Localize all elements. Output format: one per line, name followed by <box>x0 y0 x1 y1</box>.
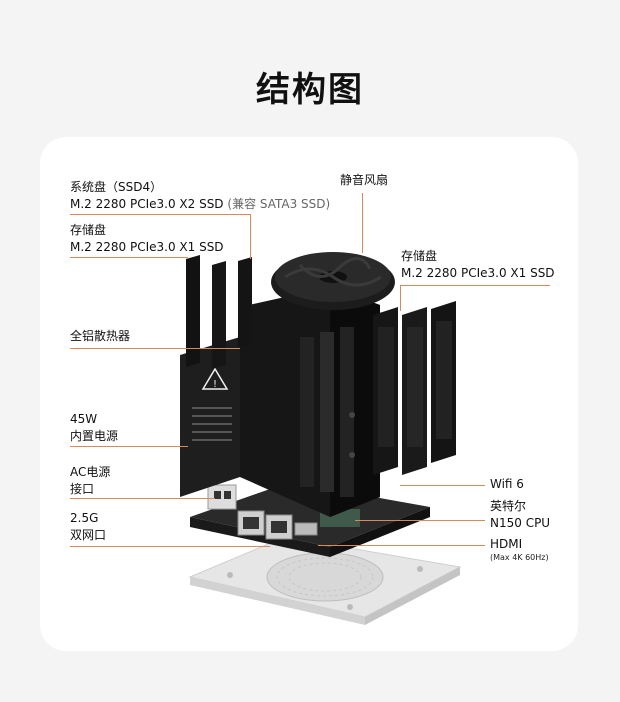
leader-wifi <box>400 485 485 486</box>
heatsink <box>240 287 380 517</box>
system-disk-title: 系统盘（SSD4） <box>70 179 330 196</box>
cpu-line2: N150 CPU <box>490 515 550 532</box>
heatsink-text: 全铝散热器 <box>70 328 130 345</box>
leader-hdmi <box>318 545 485 546</box>
svg-text:!: ! <box>213 379 217 390</box>
storage-right-spec: M.2 2280 PCIe3.0 X1 SSD <box>401 265 555 282</box>
storage-left-title: 存储盘 <box>70 222 224 239</box>
system-disk-compat: (兼容 SATA3 SSD) <box>227 197 330 211</box>
leader-heatsink <box>70 348 240 349</box>
lan-line2: 双网口 <box>70 527 106 544</box>
label-hdmi: HDMI (Max 4K 60Hz) <box>490 536 549 563</box>
label-storage-left: 存储盘 M.2 2280 PCIe3.0 X1 SSD <box>70 222 224 256</box>
label-heatsink: 全铝散热器 <box>70 328 130 345</box>
fan-text: 静音风扇 <box>340 172 388 189</box>
leader-cpu <box>355 520 485 521</box>
label-ac: AC电源 接口 <box>70 464 110 498</box>
leader-storage-left <box>70 257 188 258</box>
hdmi-text: HDMI <box>490 536 549 553</box>
label-storage-right: 存储盘 M.2 2280 PCIe3.0 X1 SSD <box>401 248 555 282</box>
leader-system-disk <box>70 214 250 215</box>
label-cpu: 英特尔 N150 CPU <box>490 498 550 532</box>
wifi-text: Wifi 6 <box>490 476 524 493</box>
leader-fan-v <box>362 193 363 253</box>
storage-left-spec: M.2 2280 PCIe3.0 X1 SSD <box>70 239 224 256</box>
system-disk-spec: M.2 2280 PCIe3.0 X2 SSD <box>70 197 224 211</box>
leader-storage-right <box>400 285 550 286</box>
label-system-disk: 系统盘（SSD4） M.2 2280 PCIe3.0 X2 SSD (兼容 SA… <box>70 179 330 213</box>
hdmi-note: (Max 4K 60Hz) <box>490 553 549 563</box>
label-fan: 静音风扇 <box>340 172 388 189</box>
storage-right-title: 存储盘 <box>401 248 555 265</box>
leader-system-disk-v <box>250 214 251 259</box>
label-lan: 2.5G 双网口 <box>70 510 106 544</box>
psu-line1: 45W <box>70 411 118 428</box>
leader-lan <box>70 546 270 547</box>
page-title: 结构图 <box>0 62 620 111</box>
fan <box>271 252 395 310</box>
ac-line2: 接口 <box>70 481 110 498</box>
label-psu: 45W 内置电源 <box>70 411 118 445</box>
leader-ac <box>70 498 215 499</box>
cpu-line1: 英特尔 <box>490 498 550 515</box>
psu-line2: 内置电源 <box>70 428 118 445</box>
leader-psu <box>70 446 188 447</box>
right-ssds <box>373 301 456 475</box>
leader-storage-right-v <box>400 285 401 311</box>
ac-line1: AC电源 <box>70 464 110 481</box>
label-wifi: Wifi 6 <box>490 476 524 493</box>
lan-line1: 2.5G <box>70 510 106 527</box>
